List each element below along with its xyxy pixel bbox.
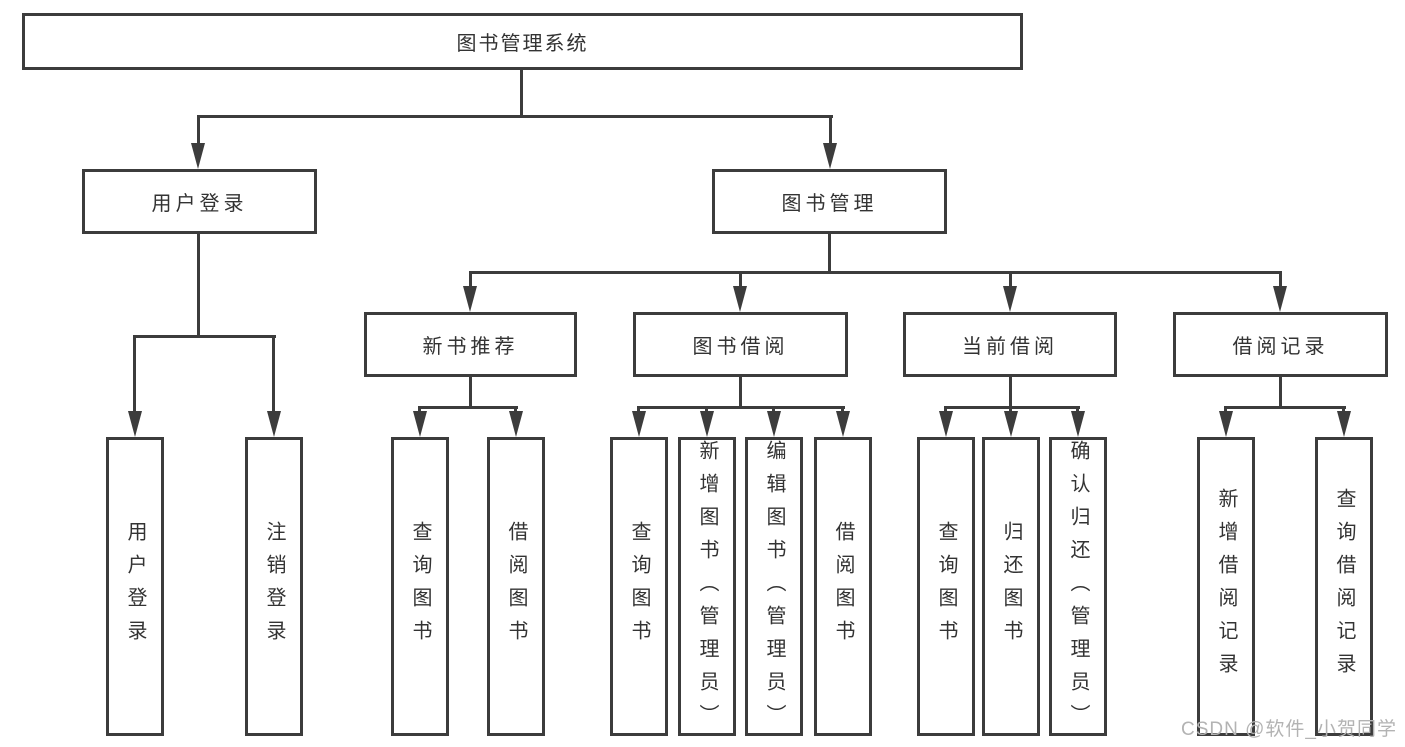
node-current-borrow: 当前借阅 xyxy=(903,312,1117,377)
connector-drop xyxy=(1279,377,1282,409)
arrow-down-icon xyxy=(128,411,142,437)
arrow-down-icon xyxy=(413,411,427,437)
leaf-edit-books-admin: 编辑图书（管理员） xyxy=(745,437,803,737)
arrow-down-icon xyxy=(632,411,646,437)
leaf-query-borrow-record: 查询借阅记录 xyxy=(1315,437,1373,736)
arrow-down-icon xyxy=(767,411,781,437)
connector-drop xyxy=(1009,377,1012,409)
connector-stem xyxy=(1279,271,1282,289)
arrow-down-icon xyxy=(1219,411,1233,437)
arrow-down-icon xyxy=(733,286,747,312)
connector-drop xyxy=(739,377,742,409)
node-new-book-recommend: 新书推荐 xyxy=(364,312,577,377)
arrow-down-icon xyxy=(509,411,523,437)
connector-split xyxy=(1224,406,1346,409)
connector-stem-user-login xyxy=(197,115,200,146)
leaf-confirm-return-admin: 确认归还（管理员） xyxy=(1049,437,1107,737)
arrow-down-icon xyxy=(1004,411,1018,437)
leaf-add-books-admin: 新增图书（管理员） xyxy=(678,437,736,737)
connector-user-login-drop xyxy=(197,234,200,338)
leaf-user-login: 用户登录 xyxy=(106,437,164,736)
leaf-add-borrow-record: 新增借阅记录 xyxy=(1197,437,1255,736)
node-borrow-records: 借阅记录 xyxy=(1173,312,1388,377)
node-book-borrow: 图书借阅 xyxy=(633,312,848,377)
arrow-down-icon xyxy=(267,411,281,437)
leaf-return-books: 归还图书 xyxy=(982,437,1040,736)
connector-book-management-drop xyxy=(828,234,831,274)
connector-stem xyxy=(739,271,742,289)
connector-root-drop xyxy=(520,69,523,118)
connector-split xyxy=(944,406,1080,409)
arrow-down-icon xyxy=(463,286,477,312)
arrow-down-icon xyxy=(1003,286,1017,312)
connector-stem-book-management xyxy=(829,115,832,146)
arrow-down-icon xyxy=(191,143,205,169)
connector-stem xyxy=(272,335,275,414)
csdn-watermark: CSDN @软件_小贺同学 xyxy=(1181,719,1397,740)
connector-stem xyxy=(469,271,472,289)
connector-level2 xyxy=(197,115,833,118)
connector-split xyxy=(419,406,518,409)
leaf-query-books-1: 查询图书 xyxy=(391,437,449,736)
arrow-down-icon xyxy=(1273,286,1287,312)
leaf-query-books-2: 查询图书 xyxy=(610,437,668,736)
connector-split xyxy=(637,406,845,409)
connector-drop xyxy=(469,377,472,409)
connector-stem xyxy=(133,335,136,414)
node-book-management: 图书管理 xyxy=(712,169,947,234)
leaf-borrow-books-2: 借阅图书 xyxy=(814,437,872,736)
connector-user-login-split xyxy=(133,335,276,338)
leaf-query-books-3: 查询图书 xyxy=(917,437,975,736)
arrow-down-icon xyxy=(1071,411,1085,437)
arrow-down-icon xyxy=(939,411,953,437)
connector-stem xyxy=(1009,271,1012,289)
arrow-down-icon xyxy=(836,411,850,437)
arrow-down-icon xyxy=(700,411,714,437)
arrow-down-icon xyxy=(1337,411,1351,437)
leaf-borrow-books-1: 借阅图书 xyxy=(487,437,545,736)
node-user-login: 用户登录 xyxy=(82,169,317,234)
connector-level3 xyxy=(469,271,1282,274)
leaf-logout: 注销登录 xyxy=(245,437,303,736)
node-library-management-system: 图书管理系统 xyxy=(22,13,1023,70)
arrow-down-icon xyxy=(823,143,837,169)
